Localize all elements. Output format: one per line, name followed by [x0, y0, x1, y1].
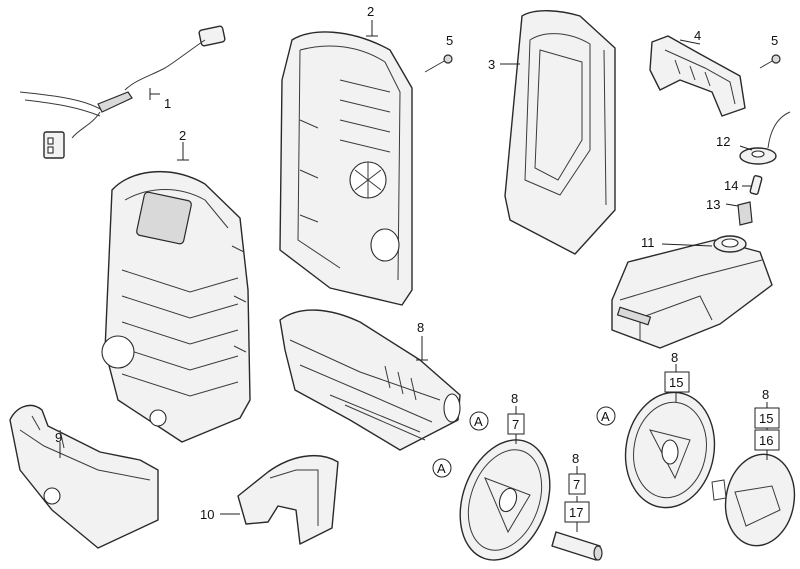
- part-13-connector: [737, 201, 753, 226]
- callout-9: 9: [55, 430, 62, 445]
- svg-text:17: 17: [569, 505, 583, 520]
- callout-11: 11: [641, 235, 655, 250]
- part-4-handle-bracket: [649, 35, 746, 117]
- svg-text:7: 7: [573, 477, 580, 492]
- svg-text:16: 16: [759, 433, 773, 448]
- callout-10: 10: [200, 507, 214, 522]
- svg-text:15: 15: [669, 375, 683, 390]
- part-17-axle: [551, 531, 603, 561]
- svg-text:A: A: [601, 409, 610, 424]
- svg-text:15: 15: [759, 411, 773, 426]
- callout-8-hub-cap: 8: [762, 387, 769, 402]
- part-14-filter-tube: [749, 175, 763, 195]
- callout-3: 3: [488, 57, 495, 72]
- part-10-hose-holder: [237, 455, 339, 545]
- callout-5-right: 5: [771, 33, 778, 48]
- boxed-callout-7-axle: 7: [568, 473, 586, 495]
- callout-2-rear: 2: [367, 4, 374, 19]
- callout-13: 13: [706, 197, 720, 212]
- callout-12: 12: [716, 134, 730, 149]
- wheel-left: [459, 439, 551, 561]
- callout-1: 1: [164, 96, 171, 111]
- part-2-rear-housing: [279, 31, 413, 306]
- callout-8-wheel-right: 8: [671, 350, 678, 365]
- marker-a-chassis: A: [469, 411, 489, 431]
- boxed-callout-17: 17: [564, 501, 590, 523]
- part-2-front-housing: [101, 171, 251, 443]
- leader-lines: [59, 20, 768, 532]
- part-5-screw-left: [424, 54, 453, 73]
- callout-8-axle: 8: [572, 451, 579, 466]
- boxed-callout-7-left: 7: [507, 413, 525, 435]
- marker-a-wheel-right: A: [596, 406, 616, 426]
- part-11-detergent-tank: [611, 235, 773, 349]
- callout-8-wheel-left: 8: [511, 391, 518, 406]
- callout-4: 4: [694, 28, 701, 43]
- wheel-right: [624, 391, 727, 509]
- callout-8-chassis: 8: [417, 320, 424, 335]
- callout-5-left: 5: [446, 33, 453, 48]
- callout-14: 14: [724, 178, 738, 193]
- svg-text:A: A: [474, 414, 483, 429]
- svg-text:7: 7: [512, 417, 519, 432]
- callout-2-front: 2: [179, 128, 186, 143]
- part-12-suction-hose-cap: [739, 111, 791, 165]
- svg-text:A: A: [437, 461, 446, 476]
- part-3-front-cover: [504, 10, 616, 255]
- boxed-callout-15-hub-cap: 15: [754, 407, 780, 429]
- part-5-screw-right: [759, 54, 781, 69]
- part-1-power-cable: [19, 25, 226, 159]
- part-16-hub-cap: [724, 453, 796, 547]
- part-8-chassis-frame: [279, 309, 461, 451]
- part-9-bumper-cover: [9, 404, 159, 549]
- boxed-callout-15-wheel-right: 15: [664, 371, 690, 393]
- boxed-callout-16: 16: [754, 429, 780, 451]
- marker-a-wheel-left: A: [432, 458, 452, 478]
